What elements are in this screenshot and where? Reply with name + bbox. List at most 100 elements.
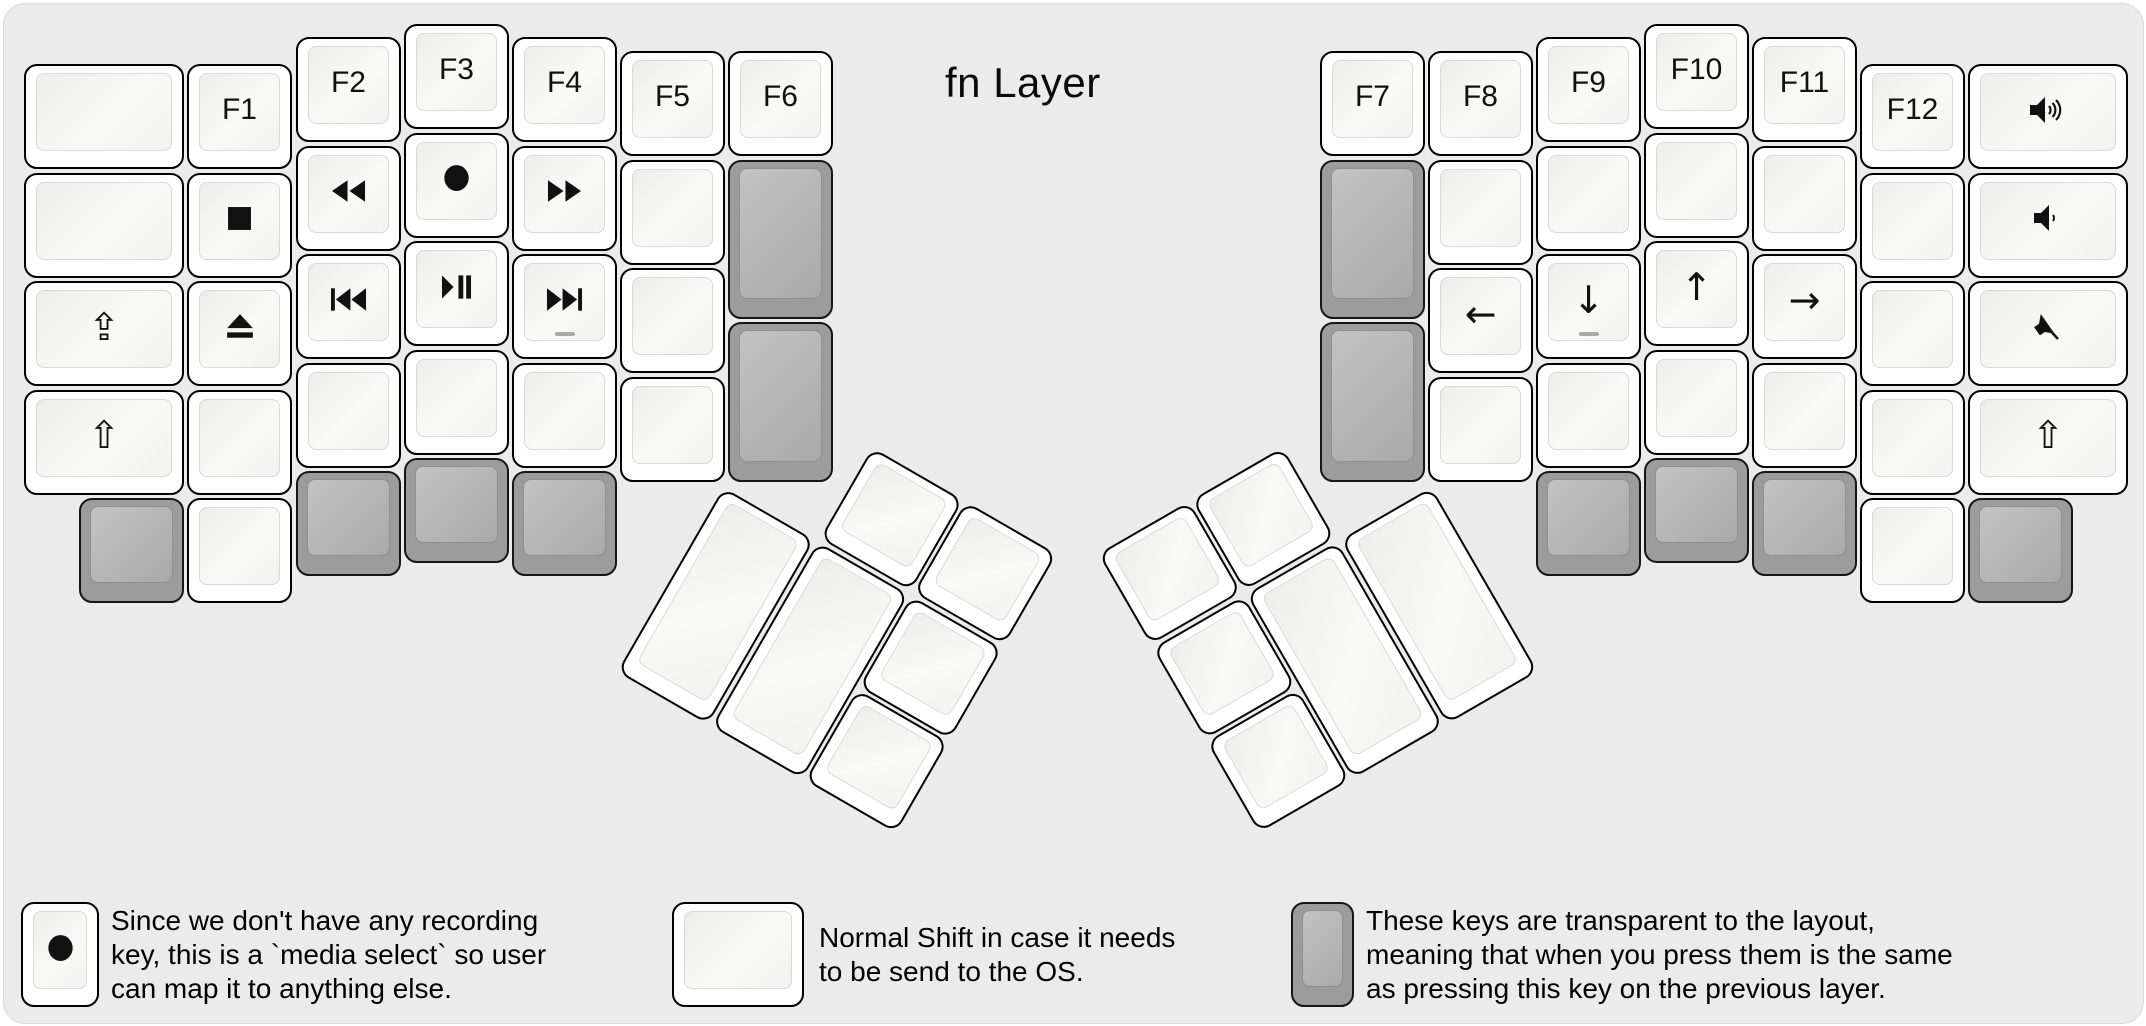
key-blank[interactable] xyxy=(1644,132,1749,238)
prev-track-icon xyxy=(330,287,367,312)
volume-up-icon xyxy=(2029,95,2067,125)
key-label: F7 xyxy=(1354,79,1390,113)
key-blank[interactable] xyxy=(404,349,509,455)
key-cap xyxy=(308,263,389,341)
key-cap xyxy=(36,181,172,260)
key-blank[interactable] xyxy=(187,389,292,495)
key-blank[interactable] xyxy=(1752,145,1857,251)
key-transparent xyxy=(1291,902,1354,1007)
key-legend xyxy=(514,148,615,249)
key-f10[interactable]: F10 xyxy=(1644,24,1749,129)
key-cap xyxy=(199,73,280,151)
key-caps-lock[interactable]: ⇪ xyxy=(24,281,184,386)
key-legend: F4 xyxy=(514,39,615,140)
key-transparent[interactable] xyxy=(728,159,833,319)
key-legend xyxy=(1970,283,2126,384)
key-f11[interactable]: F11 xyxy=(1752,37,1857,142)
key-arrow-left[interactable]: ← xyxy=(1428,268,1533,373)
key-f9[interactable]: F9 xyxy=(1536,37,1641,142)
key-next-track[interactable] xyxy=(512,254,617,359)
key-legend: F6 xyxy=(730,53,831,154)
key-blank[interactable] xyxy=(1860,281,1965,386)
key-f1[interactable]: F1 xyxy=(187,64,292,169)
key-volume-up[interactable] xyxy=(1968,64,2128,169)
key-blank[interactable] xyxy=(1860,172,1965,278)
volume-down-icon xyxy=(2033,203,2063,233)
key-blank[interactable] xyxy=(620,159,725,265)
key-blank[interactable] xyxy=(24,64,184,169)
key-blank[interactable] xyxy=(187,498,292,603)
key-blank[interactable] xyxy=(620,376,725,482)
key-cap xyxy=(1656,358,1737,437)
key-transparent[interactable] xyxy=(404,458,509,563)
key-cap xyxy=(1547,479,1630,556)
key-legend: ← xyxy=(1430,270,1531,371)
key-volume-down[interactable] xyxy=(1968,172,2128,278)
key-mute[interactable] xyxy=(1968,281,2128,386)
key-f3[interactable]: F3 xyxy=(404,24,509,129)
key-blank[interactable] xyxy=(620,268,725,373)
key-cap xyxy=(739,167,822,299)
key-blank[interactable] xyxy=(1536,145,1641,251)
key-label: F8 xyxy=(1462,79,1498,113)
key-legend: ⇧ xyxy=(26,392,182,493)
key-blank[interactable] xyxy=(1428,159,1533,265)
key-f6[interactable]: F6 xyxy=(728,51,833,156)
key-stop[interactable] xyxy=(187,172,292,278)
key-f5[interactable]: F5 xyxy=(620,51,725,156)
key-cap xyxy=(1548,263,1629,341)
key-legend xyxy=(189,175,290,276)
key-transparent[interactable] xyxy=(1752,471,1857,576)
key-transparent[interactable] xyxy=(1536,471,1641,576)
key-rewind[interactable] xyxy=(296,145,401,251)
key-blank[interactable] xyxy=(1752,362,1857,468)
key-blank[interactable] xyxy=(24,172,184,278)
arrow-right-icon: → xyxy=(1788,277,1821,322)
mute-icon xyxy=(2031,310,2065,344)
key-legend xyxy=(298,148,399,249)
key-f7[interactable]: F7 xyxy=(1320,51,1425,156)
key-fast-forward[interactable] xyxy=(512,145,617,251)
key-eject[interactable] xyxy=(187,281,292,386)
key-transparent[interactable] xyxy=(1968,498,2073,603)
key-transparent[interactable] xyxy=(79,498,184,603)
key-cap xyxy=(1656,33,1737,111)
key-blank[interactable] xyxy=(296,362,401,468)
key-cap xyxy=(416,33,497,111)
key-transparent[interactable] xyxy=(1320,159,1425,319)
key-blank[interactable] xyxy=(512,362,617,468)
key-f2[interactable]: F2 xyxy=(296,37,401,142)
homing-dash xyxy=(1578,332,1599,336)
key-transparent[interactable] xyxy=(512,471,617,576)
key-cap xyxy=(1979,506,2062,583)
key-play-pause[interactable] xyxy=(404,241,509,346)
key-legend: F9 xyxy=(1538,39,1639,140)
key-legend: F7 xyxy=(1322,53,1423,154)
key-legend xyxy=(189,283,290,384)
key-blank[interactable] xyxy=(1428,376,1533,482)
key-legend xyxy=(1970,175,2126,276)
key-f4[interactable]: F4 xyxy=(512,37,617,142)
key-cap xyxy=(1440,277,1521,355)
key-transparent[interactable] xyxy=(1644,458,1749,563)
key-arrow-right[interactable]: → xyxy=(1752,254,1857,359)
key-arrow-down[interactable]: ↓ xyxy=(1536,254,1641,359)
key-blank[interactable] xyxy=(1536,362,1641,468)
key-arrow-up[interactable]: ↑ xyxy=(1644,241,1749,346)
key-transparent[interactable] xyxy=(296,471,401,576)
key-f12[interactable]: F12 xyxy=(1860,64,1965,169)
key-shift[interactable]: ⇧ xyxy=(24,389,184,495)
key-shift[interactable]: ⇧ xyxy=(1968,389,2128,495)
key-label: F2 xyxy=(330,65,366,99)
key-blank[interactable] xyxy=(1860,498,1965,603)
key-cap xyxy=(1548,154,1629,233)
key-f8[interactable]: F8 xyxy=(1428,51,1533,156)
key-record[interactable] xyxy=(404,132,509,238)
key-legend xyxy=(674,904,802,1005)
key-blank[interactable] xyxy=(1644,349,1749,455)
key-blank[interactable] xyxy=(1860,389,1965,495)
key-legend xyxy=(514,256,615,357)
key-prev-track[interactable] xyxy=(296,254,401,359)
key-cap xyxy=(1440,168,1521,247)
